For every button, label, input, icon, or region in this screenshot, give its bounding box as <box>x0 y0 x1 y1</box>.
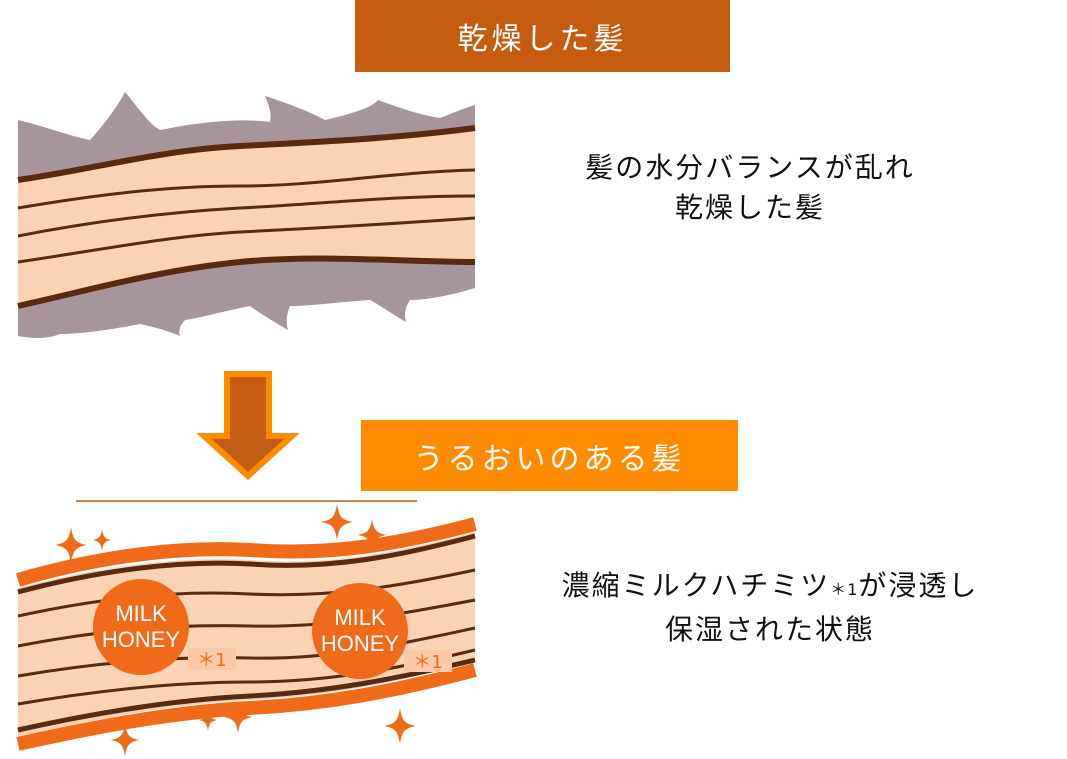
moist-hair-edge-top <box>17 533 476 595</box>
dry-hair-cortex <box>18 128 475 308</box>
badge-line2: HONEY <box>102 627 181 652</box>
moist-hair-banner: うるおいのある髪 <box>361 420 738 491</box>
badge-line1: MILK <box>115 601 167 626</box>
dry-hair-fiber-line <box>17 216 476 264</box>
badge-footnote: ＊1 <box>413 652 442 673</box>
dry-hair-edge-bottom <box>17 255 476 309</box>
moist-caption-line2: 保湿された状態 <box>664 613 875 646</box>
dry-caption-line2: 乾燥した髪 <box>674 191 825 224</box>
sparkle-icon <box>198 709 218 731</box>
dry-hair-fiber-line <box>17 168 476 210</box>
badge-footnote: ＊1 <box>197 650 226 671</box>
moist-hair-edge-bottom <box>17 657 476 733</box>
sparkle-group <box>55 504 416 757</box>
moist-hair-fiber-line <box>17 568 476 618</box>
footnote-marker: ＊1 <box>830 580 859 599</box>
sparkle-icon <box>92 529 112 551</box>
dry-hair-edge-top <box>17 125 476 183</box>
dry-hair-banner: 乾燥した髪 <box>355 0 730 72</box>
down-arrow-icon <box>196 371 300 481</box>
moist-cuticle-top <box>16 517 477 587</box>
badge-line2: HONEY <box>321 631 400 656</box>
sparkle-icon <box>110 723 140 757</box>
moist-caption-line1: 濃縮ミルクハチミツ＊1が浸透し <box>520 566 1020 610</box>
milk-honey-badge: MILK HONEY ＊1 <box>93 579 236 675</box>
badge-line1: MILK <box>334 605 386 630</box>
moist-hair-banner-label: うるおいのある髪 <box>413 441 686 477</box>
dry-hair-caption: 髪の水分バランスが乱れ 乾燥した髪 <box>530 148 970 228</box>
moist-hair-caption: 濃縮ミルクハチミツ＊1が浸透し 保湿された状態 <box>520 566 1020 650</box>
dry-hair-banner-label: 乾燥した髪 <box>457 22 628 57</box>
moist-hair-illustration: MILK HONEY ＊1 MILK HONEY ＊1 <box>16 517 477 751</box>
moist-caption-line1-after: が浸透し <box>858 569 979 602</box>
moist-caption-line1-before: 濃縮ミルクハチミツ <box>561 569 831 602</box>
sparkle-icon <box>321 504 353 540</box>
sparkle-icon <box>55 527 87 563</box>
milk-honey-badge: MILK HONEY ＊1 <box>312 583 452 679</box>
moist-cuticle-bottom <box>16 663 477 751</box>
sparkle-icon <box>223 700 253 734</box>
dry-caption-line1: 髪の水分バランスが乱れ <box>585 151 915 184</box>
dry-hair-illustration <box>17 92 476 338</box>
sparkle-icon <box>384 708 416 744</box>
dry-hair-fiber-line <box>17 194 476 238</box>
sparkle-icon <box>357 518 387 552</box>
